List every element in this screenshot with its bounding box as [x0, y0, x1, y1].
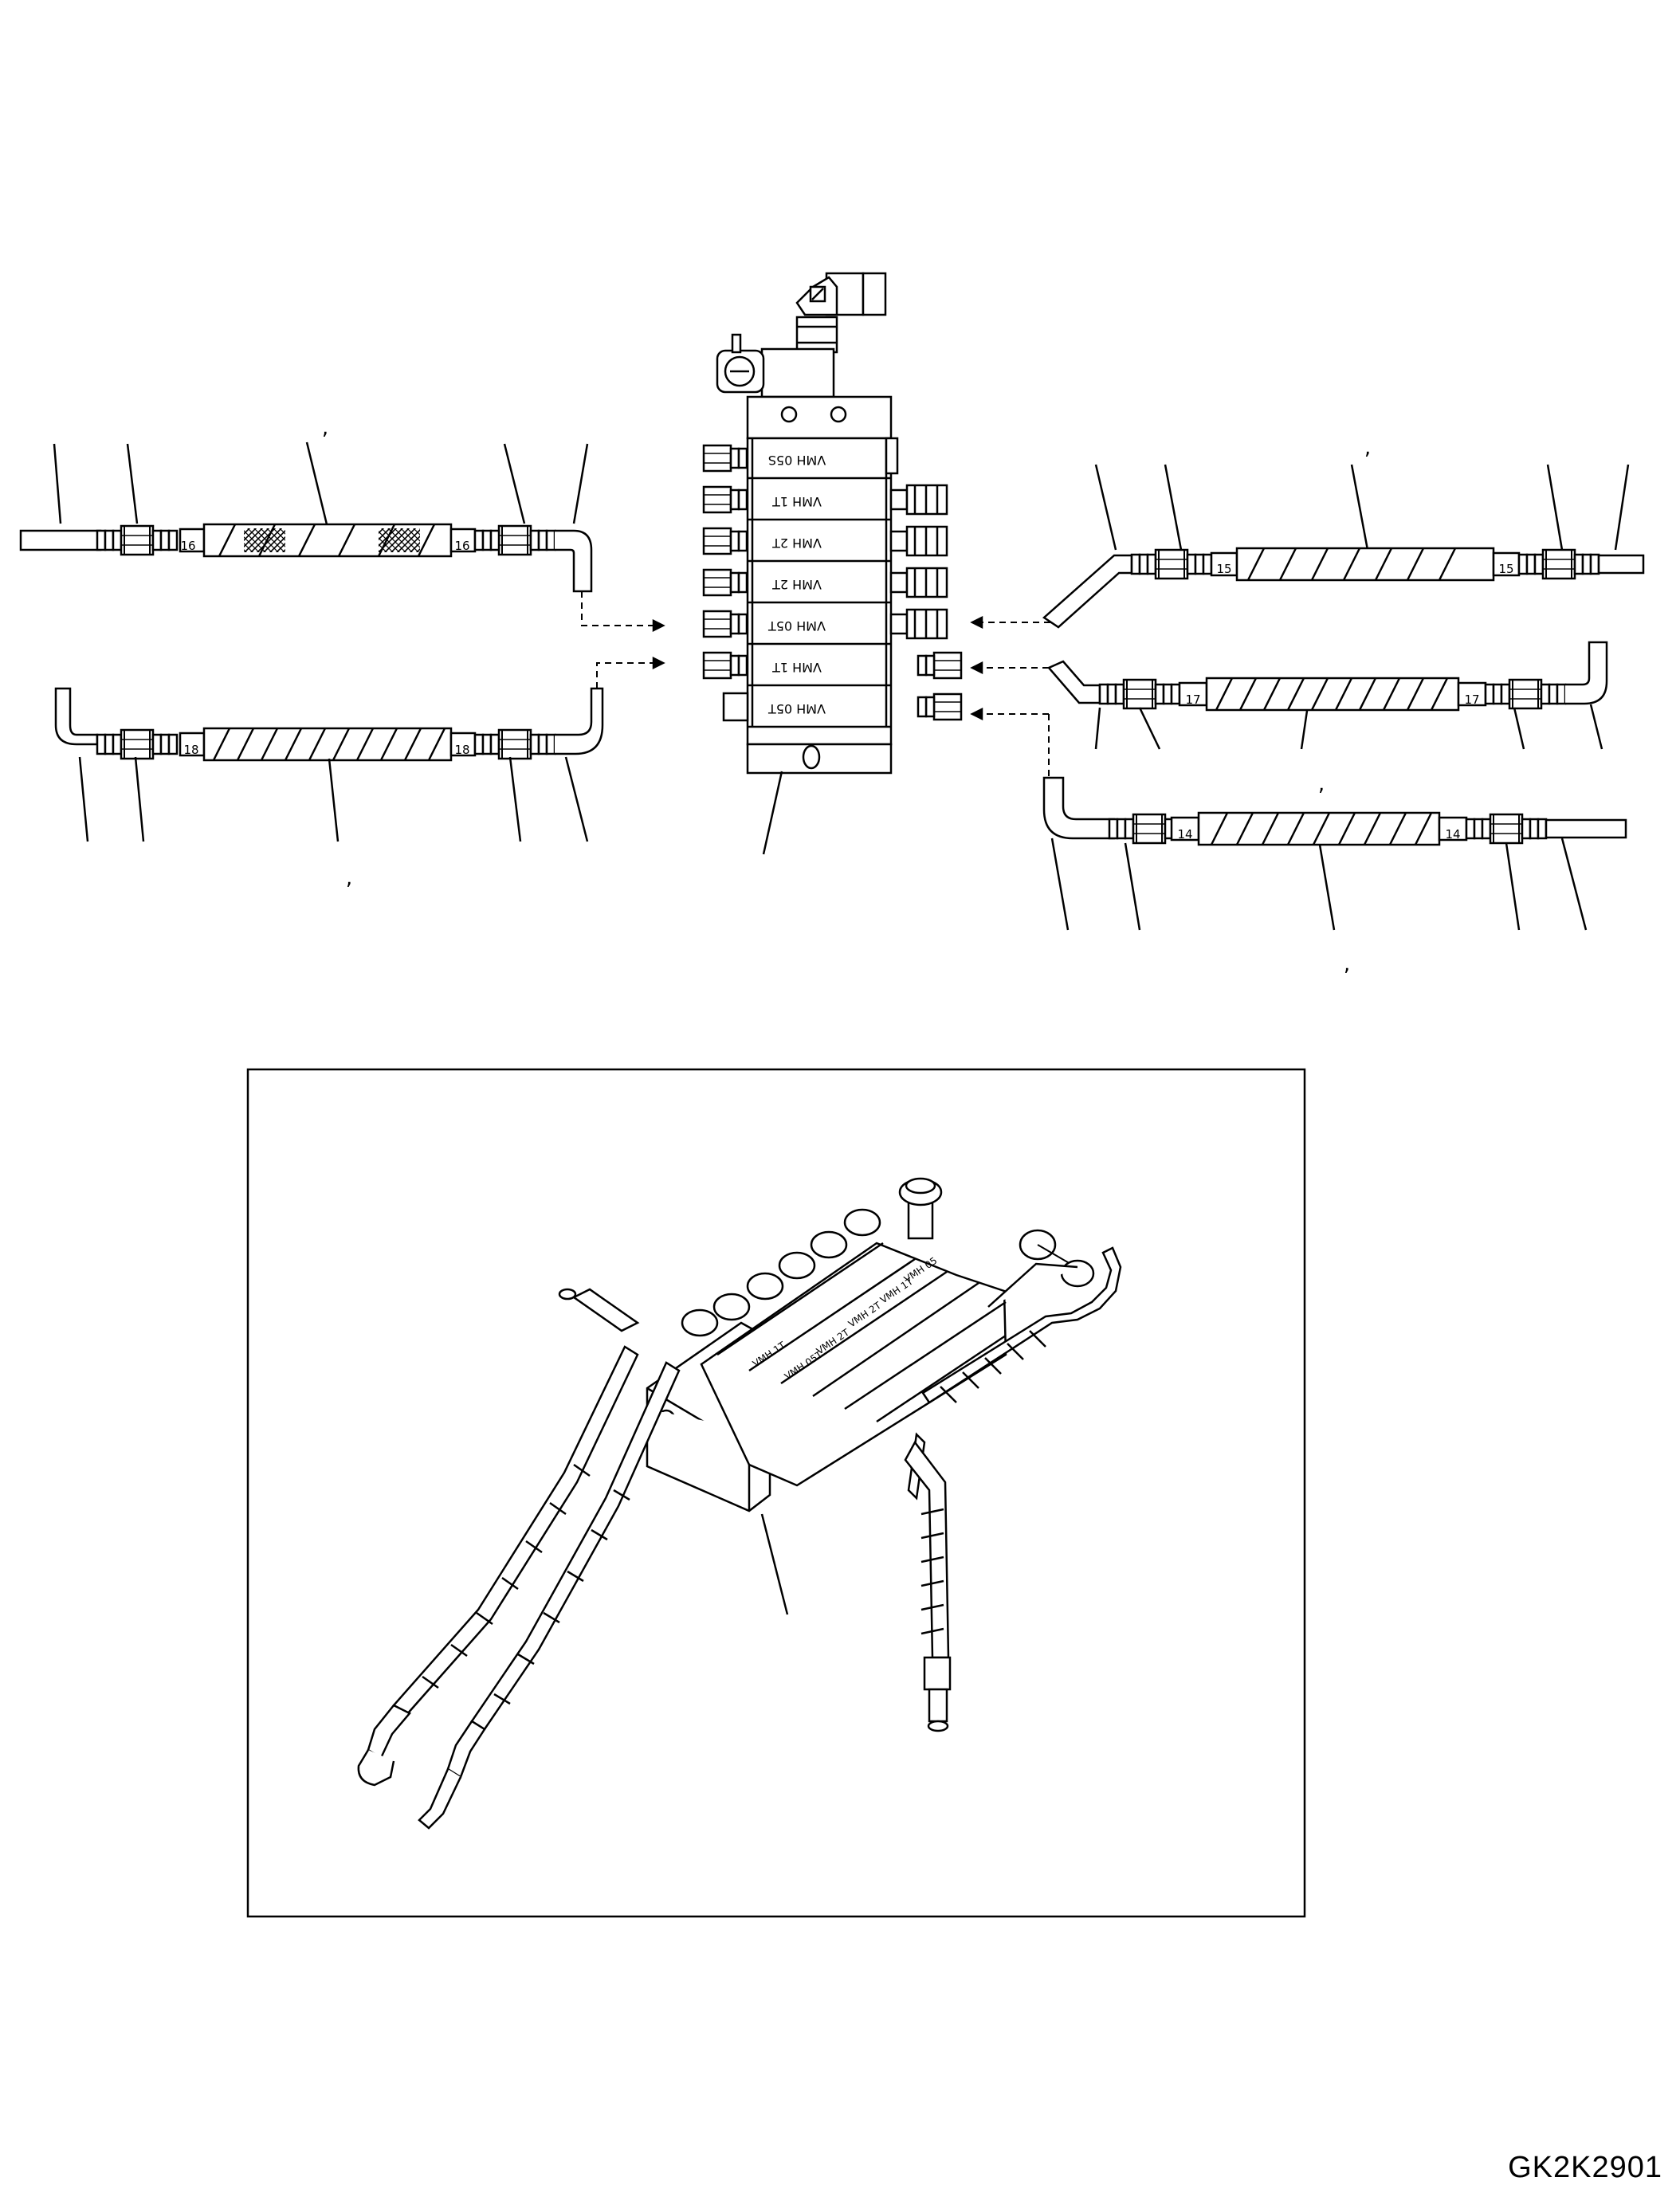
isometric-assembly: VMH 1T VMH 05T VMH 2T VMH 2T VMH 1T VMH … — [357, 1177, 1122, 1830]
hose-size-label: 15 — [1216, 562, 1231, 576]
hose-size-label: 18 — [454, 743, 469, 757]
leader-line — [1513, 707, 1525, 750]
leader-line — [78, 756, 89, 842]
leader-line — [1138, 707, 1161, 750]
separator-mark: , — [322, 416, 328, 440]
hose-body — [1235, 547, 1495, 582]
leader-line — [126, 443, 139, 524]
isometric-view-frame — [246, 1068, 1306, 1918]
angled-tube — [1042, 554, 1133, 629]
hose-size-label: 14 — [1445, 827, 1460, 842]
leader-line — [760, 1513, 789, 1615]
separator-mark: , — [1318, 772, 1325, 796]
leader-line — [1589, 704, 1603, 750]
leader-line — [1546, 464, 1564, 551]
leader-line — [503, 443, 526, 524]
hose-size-label: 16 — [454, 539, 469, 553]
separator-mark: , — [1344, 952, 1350, 976]
hose-size-label: 17 — [1185, 692, 1200, 707]
leader-line — [564, 756, 589, 842]
straight-tube — [1597, 554, 1645, 575]
elbow-tube — [1042, 776, 1116, 840]
spiral-guard — [212, 728, 446, 761]
valve-module-labels: VMH 05S VMH 1T VMH 2T VMH 2T VMH 05T VMH… — [768, 453, 826, 716]
hose-size-label: 15 — [1498, 562, 1513, 576]
hatch-band — [244, 528, 285, 552]
hose-body — [1197, 811, 1441, 846]
hose-assembly-right-bottom — [970, 707, 1627, 931]
leader-line — [1505, 842, 1521, 931]
module-label: VMH 2T — [772, 577, 822, 592]
leader-line — [1124, 842, 1141, 931]
hose-assembly-right-top — [970, 464, 1645, 630]
separator-mark: , — [1364, 436, 1371, 460]
hose-size-label: 16 — [180, 539, 195, 553]
leader-line — [1560, 838, 1588, 931]
module-label: VMH 1T — [772, 494, 822, 509]
leader-line — [1094, 707, 1101, 750]
leader-line — [1614, 464, 1630, 551]
drawing-code: GK2K2901 — [1508, 2151, 1662, 2184]
hose-assembly-left-top — [19, 441, 665, 633]
module-label: VMH 1T — [772, 660, 822, 675]
hatch-band — [379, 528, 420, 552]
hose-body — [202, 727, 453, 762]
leader-line — [1300, 710, 1309, 750]
spiral-guard — [1215, 677, 1449, 711]
module-label: VMH 2T — [772, 536, 822, 551]
separator-mark: , — [346, 866, 352, 890]
module-label: VMH 05T — [768, 618, 826, 634]
leader-line — [1350, 464, 1369, 551]
leader-line — [134, 756, 145, 842]
straight-tube — [19, 529, 102, 551]
leader-line — [1318, 844, 1336, 931]
hose-size-label: 14 — [1177, 827, 1192, 842]
leader-line — [1094, 464, 1117, 551]
spiral-guard — [1210, 812, 1433, 845]
module-label: VMH 05S — [768, 453, 826, 468]
module-label: VMH 05T — [768, 701, 826, 716]
leader-line — [305, 441, 328, 525]
straight-tube — [1545, 818, 1627, 839]
hose-assembly-left-bottom — [54, 656, 665, 842]
hose-size-label: 18 — [183, 743, 198, 757]
angled-tube — [1046, 660, 1101, 704]
leader-line — [762, 771, 783, 855]
leader-line — [1050, 838, 1070, 931]
distribution-valve-block — [702, 272, 963, 855]
spiral-guard — [218, 524, 436, 557]
leader-line — [572, 443, 589, 524]
hose-assembly-right-middle — [970, 641, 1608, 750]
leader-line — [53, 443, 62, 524]
hose-size-label: 17 — [1464, 692, 1479, 707]
leader-line — [328, 758, 340, 842]
elbow-tube — [1565, 641, 1608, 705]
elbow-tube — [54, 687, 99, 746]
leader-line — [508, 756, 522, 842]
spiral-guard — [1246, 547, 1457, 581]
elbow-tube — [555, 687, 604, 755]
elbow-tube — [555, 529, 593, 593]
leader-line — [1164, 464, 1183, 551]
